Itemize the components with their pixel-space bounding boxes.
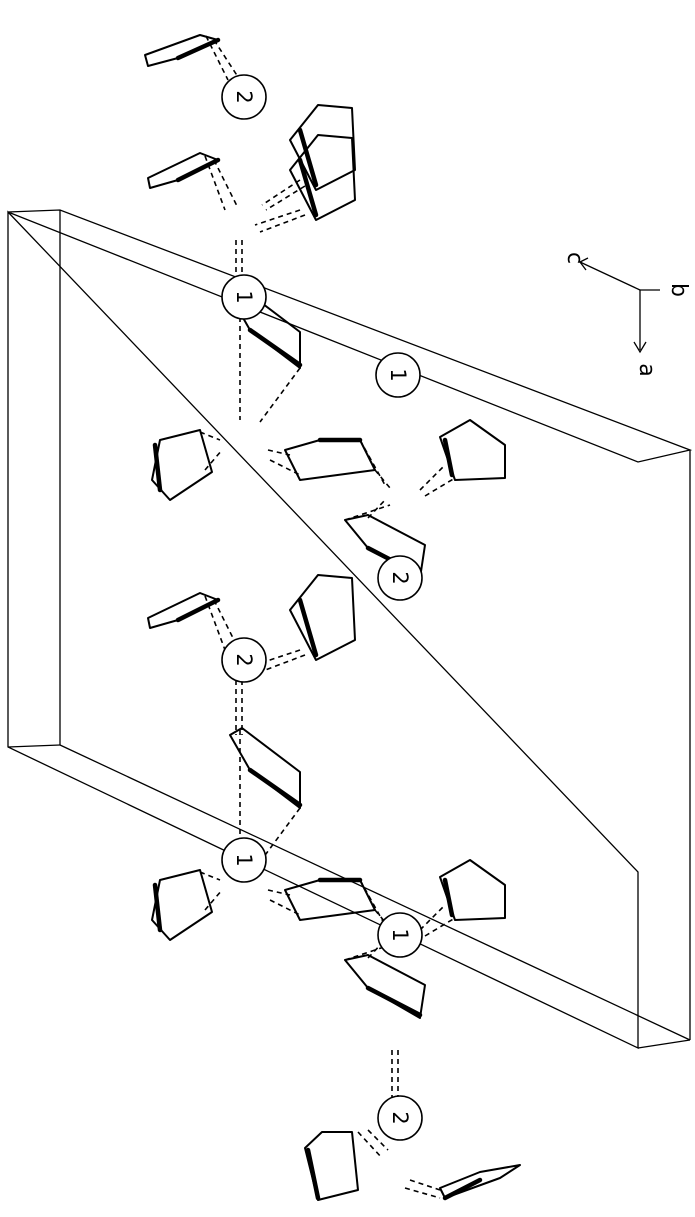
svg-text:1: 1 xyxy=(386,368,410,381)
top-fragments xyxy=(144,34,356,211)
svg-text:1: 1 xyxy=(232,290,256,303)
structural-unit-upper xyxy=(148,135,505,578)
metal-atom-1-lower-right: 1 xyxy=(377,912,423,958)
metal-atom-1-upper: 1 xyxy=(221,274,267,320)
axis-label-c: c xyxy=(562,252,587,264)
metal-atom-2-middle-right: 2 xyxy=(377,555,423,601)
bottom-fragments xyxy=(304,1050,521,1201)
structural-unit-lower xyxy=(148,575,505,1018)
metal-atom-1-upper-right: 1 xyxy=(375,352,421,398)
unit-cell-slab xyxy=(7,209,693,1050)
metal-atom-1-lower: 1 xyxy=(221,837,267,883)
metal-atom-2-bottom: 2 xyxy=(377,1095,423,1141)
metal-atom-2-top: 2 xyxy=(221,74,267,120)
axis-label-b: b xyxy=(666,283,691,297)
axis-label-a: a xyxy=(634,363,659,376)
svg-text:2: 2 xyxy=(388,1111,412,1124)
svg-text:2: 2 xyxy=(232,653,256,666)
metal-atom-2-middle-left: 2 xyxy=(221,637,267,683)
svg-text:1: 1 xyxy=(388,928,412,941)
svg-text:2: 2 xyxy=(232,90,256,103)
svg-text:1: 1 xyxy=(232,853,256,866)
svg-text:2: 2 xyxy=(388,571,412,584)
axis-indicator: c b a xyxy=(562,252,691,377)
